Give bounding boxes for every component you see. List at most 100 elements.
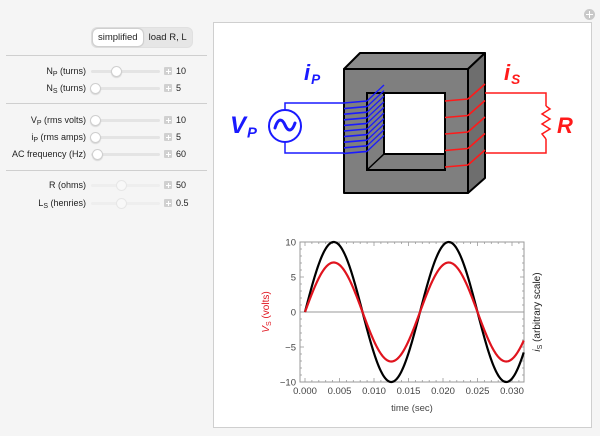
control-label: AC frequency (Hz) (11, 149, 86, 159)
primary-turn (343, 117, 368, 121)
primary-turn-back (366, 95, 385, 113)
x-tick-label: 0.000 (293, 386, 317, 397)
control-ac-frequency: AC frequency (Hz) 60 (0, 146, 210, 162)
primary-turn (343, 139, 368, 143)
control-value: 60 (176, 149, 187, 159)
y-tick-label: −5 (285, 343, 296, 354)
primary-turn (343, 100, 368, 104)
np-turns-slider[interactable] (91, 70, 160, 73)
x-tick-label: 0.010 (362, 386, 386, 397)
primary-turn (343, 111, 368, 115)
x-tick-label: 0.020 (431, 386, 455, 397)
vp-rms-volts-slider[interactable] (91, 119, 160, 122)
primary-turn (343, 128, 368, 132)
control-ls-henries: LS (henries) 0.5 (0, 195, 210, 211)
control-label: LS (henries) (38, 198, 86, 210)
primary-turn-back (366, 118, 385, 136)
secondary-turn-side (467, 116, 486, 133)
y-axis-label-right: iS (arbitrary scale) (532, 272, 544, 351)
control-label: NP (turns) (46, 66, 86, 78)
expand-plus-icon[interactable] (164, 181, 172, 189)
secondary-turn (444, 131, 469, 135)
control-value: 10 (176, 66, 187, 76)
r-label: R (557, 113, 573, 138)
sine-wave-icon (273, 118, 297, 132)
slider-thumb (115, 198, 127, 209)
control-np-turns: NP (turns) 10 (0, 63, 210, 79)
expand-plus-icon[interactable] (164, 67, 172, 75)
control-value: 5 (176, 83, 182, 93)
expand-plus-icon[interactable] (164, 84, 172, 92)
secondary-wire-top (485, 92, 547, 106)
ip-rms-amps-slider[interactable] (91, 136, 160, 139)
x-tick-label: 0.005 (328, 386, 352, 397)
section-divider (6, 170, 207, 171)
section-divider (6, 55, 207, 56)
primary-turn-back (366, 129, 385, 147)
control-label: iP (rms amps) (31, 132, 86, 144)
primary-circuit (268, 84, 385, 155)
secondary-turn (444, 98, 469, 102)
expand-plus-icon[interactable] (164, 199, 172, 207)
x-tick-label: 0.015 (397, 386, 421, 397)
control-value: 10 (176, 115, 187, 125)
slider-thumb[interactable] (90, 115, 101, 126)
slider-thumb[interactable] (90, 83, 101, 94)
ac-frequency-slider[interactable] (91, 153, 160, 156)
primary-turn (343, 150, 368, 155)
ns-turns-slider[interactable] (91, 87, 160, 90)
primary-turn-back (366, 101, 385, 119)
expand-plus-icon[interactable] (164, 133, 172, 141)
primary-turn-back (366, 106, 385, 124)
core-window (384, 93, 445, 154)
secondary-turn-side (467, 132, 486, 150)
secondary-turn (444, 164, 469, 168)
control-label: R (ohms) (48, 180, 86, 190)
primary-turn-back (366, 84, 385, 102)
primary-turn-back (366, 134, 385, 152)
primary-turn-back (366, 90, 385, 108)
primary-turn (343, 145, 368, 149)
control-value: 5 (176, 132, 182, 142)
mode-tabs: simplified load R, L (91, 27, 193, 48)
ip-label: iP (304, 60, 321, 87)
slider-thumb[interactable] (110, 66, 122, 77)
secondary-turn-side (467, 99, 486, 117)
control-label: VP (rms volts) (30, 115, 86, 127)
secondary-turn-side (467, 149, 486, 166)
is-curve (303, 240, 525, 384)
primary-turn (343, 105, 368, 110)
slider-thumb[interactable] (91, 149, 103, 160)
y-tick-label: 10 (285, 238, 296, 249)
primary-turn-back (366, 123, 385, 141)
core-side-face (467, 52, 486, 194)
primary-turn (343, 122, 368, 127)
expand-plus-icon[interactable] (164, 116, 172, 124)
core-top-face (343, 52, 486, 70)
secondary-turn (444, 114, 469, 119)
vs-curve (303, 261, 525, 363)
expand-icon[interactable] (584, 9, 595, 20)
section-divider (6, 103, 207, 104)
control-ip-rms-amps: iP (rms amps) 5 (0, 129, 210, 145)
y-tick-label: 0 (291, 308, 296, 319)
control-value: 50 (176, 180, 187, 190)
control-ns-turns: NS (turns) 5 (0, 80, 210, 96)
control-label: NS (turns) (46, 83, 86, 95)
slider-thumb[interactable] (90, 132, 101, 143)
secondary-wire-bottom (485, 139, 547, 154)
tab-load-r-l[interactable]: load R, L (148, 32, 187, 43)
control-value: 0.5 (176, 198, 189, 208)
secondary-circuit (444, 83, 552, 168)
tab-simplified[interactable]: simplified (92, 28, 144, 47)
control-vp-rms-volts: VP (rms volts) 10 (0, 112, 210, 128)
x-axis-label: time (sec) (391, 403, 433, 414)
primary-wire-top (284, 102, 344, 110)
control-r-ohms: R (ohms) 50 (0, 177, 210, 193)
expand-plus-icon[interactable] (164, 150, 172, 158)
primary-turn-back (366, 112, 385, 130)
